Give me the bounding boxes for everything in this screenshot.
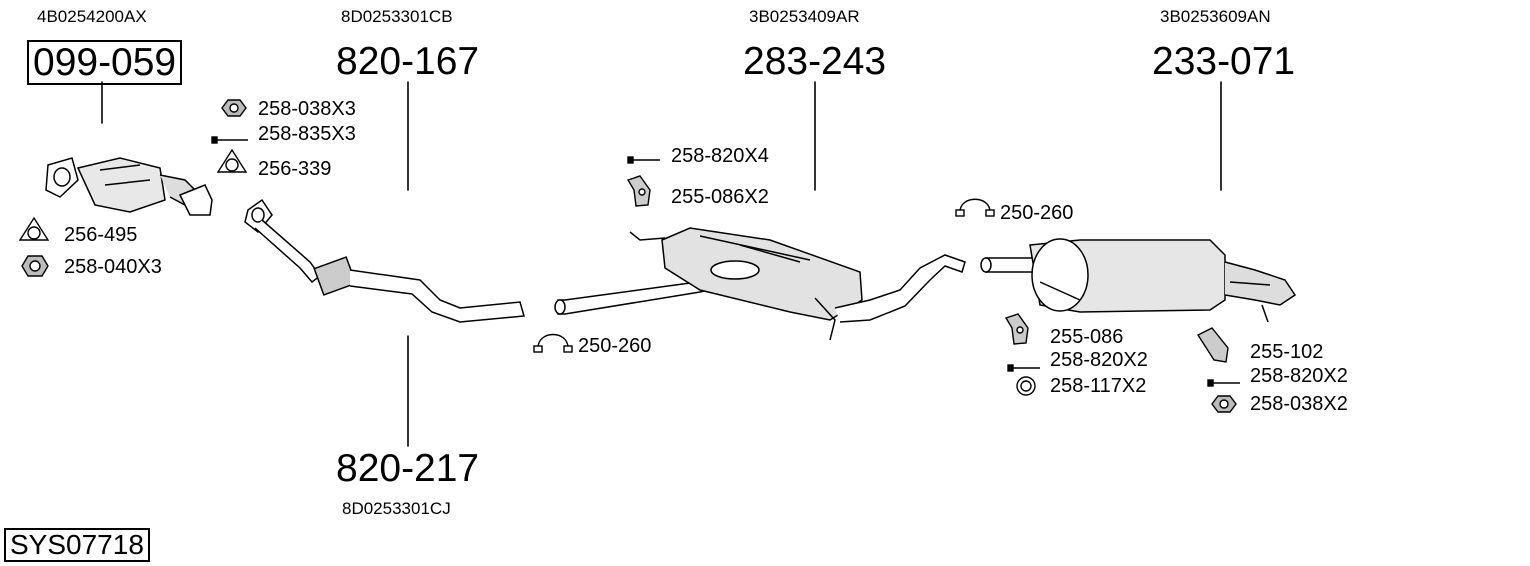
oem-number: 3B0253609AN xyxy=(1160,7,1271,26)
oem-number: 4B0254200AX xyxy=(37,7,147,26)
bolt-icon xyxy=(211,136,248,144)
nut-icon xyxy=(21,255,49,277)
fitting-label: 258-040X3 xyxy=(64,256,162,278)
hanger-icon xyxy=(626,175,651,207)
fitting-label: 258-038X3 xyxy=(258,98,356,120)
clamp-icon xyxy=(955,198,995,217)
fitting-label: 250-260 xyxy=(1000,202,1074,224)
fitting-label: 258-117X2 xyxy=(1050,375,1147,397)
fitting-label: 258-820X4 xyxy=(671,145,769,167)
system-code: SYS07718 xyxy=(4,528,150,562)
oem-number: 8D0253301CJ xyxy=(342,499,451,518)
rear-silencer xyxy=(980,238,1297,323)
bracket-icon xyxy=(1196,327,1229,363)
fitting-label: 256-495 xyxy=(64,224,138,246)
nut-icon xyxy=(1211,395,1237,413)
fitting-label: 255-102 xyxy=(1250,341,1324,363)
clamp-icon xyxy=(533,333,573,353)
bolt-icon xyxy=(627,156,660,164)
part-number[interactable]: 283-243 xyxy=(743,40,887,83)
fitting-label: 255-086 xyxy=(1050,326,1124,348)
oem-number: 8D0253301CB xyxy=(341,7,453,26)
hanger-icon xyxy=(1004,313,1029,345)
part-number[interactable]: 233-071 xyxy=(1152,40,1296,83)
bolt-icon xyxy=(1207,379,1240,387)
centre-silencer xyxy=(554,227,966,341)
gasket-icon xyxy=(216,148,248,173)
fitting-label: 250-260 xyxy=(578,335,652,357)
fitting-label: 258-038X2 xyxy=(1250,393,1348,415)
oem-number: 3B0253409AR xyxy=(749,7,860,26)
ring-icon xyxy=(1016,376,1036,396)
part-number[interactable]: 820-217 xyxy=(336,447,480,490)
bolt-icon xyxy=(1007,364,1040,372)
catalytic-converter xyxy=(45,157,213,216)
fitting-label: 258-820X2 xyxy=(1050,349,1148,371)
part-number-highlighted[interactable]: 099-059 xyxy=(27,40,183,85)
part-number[interactable]: 820-167 xyxy=(336,40,480,83)
gasket-icon xyxy=(18,216,50,241)
nut-icon xyxy=(221,99,247,117)
fitting-label: 258-820X2 xyxy=(1250,365,1348,387)
fitting-label: 256-339 xyxy=(258,158,332,180)
front-pipe xyxy=(244,198,525,323)
fitting-label: 258-835X3 xyxy=(258,123,356,145)
fitting-label: 255-086X2 xyxy=(671,186,769,208)
